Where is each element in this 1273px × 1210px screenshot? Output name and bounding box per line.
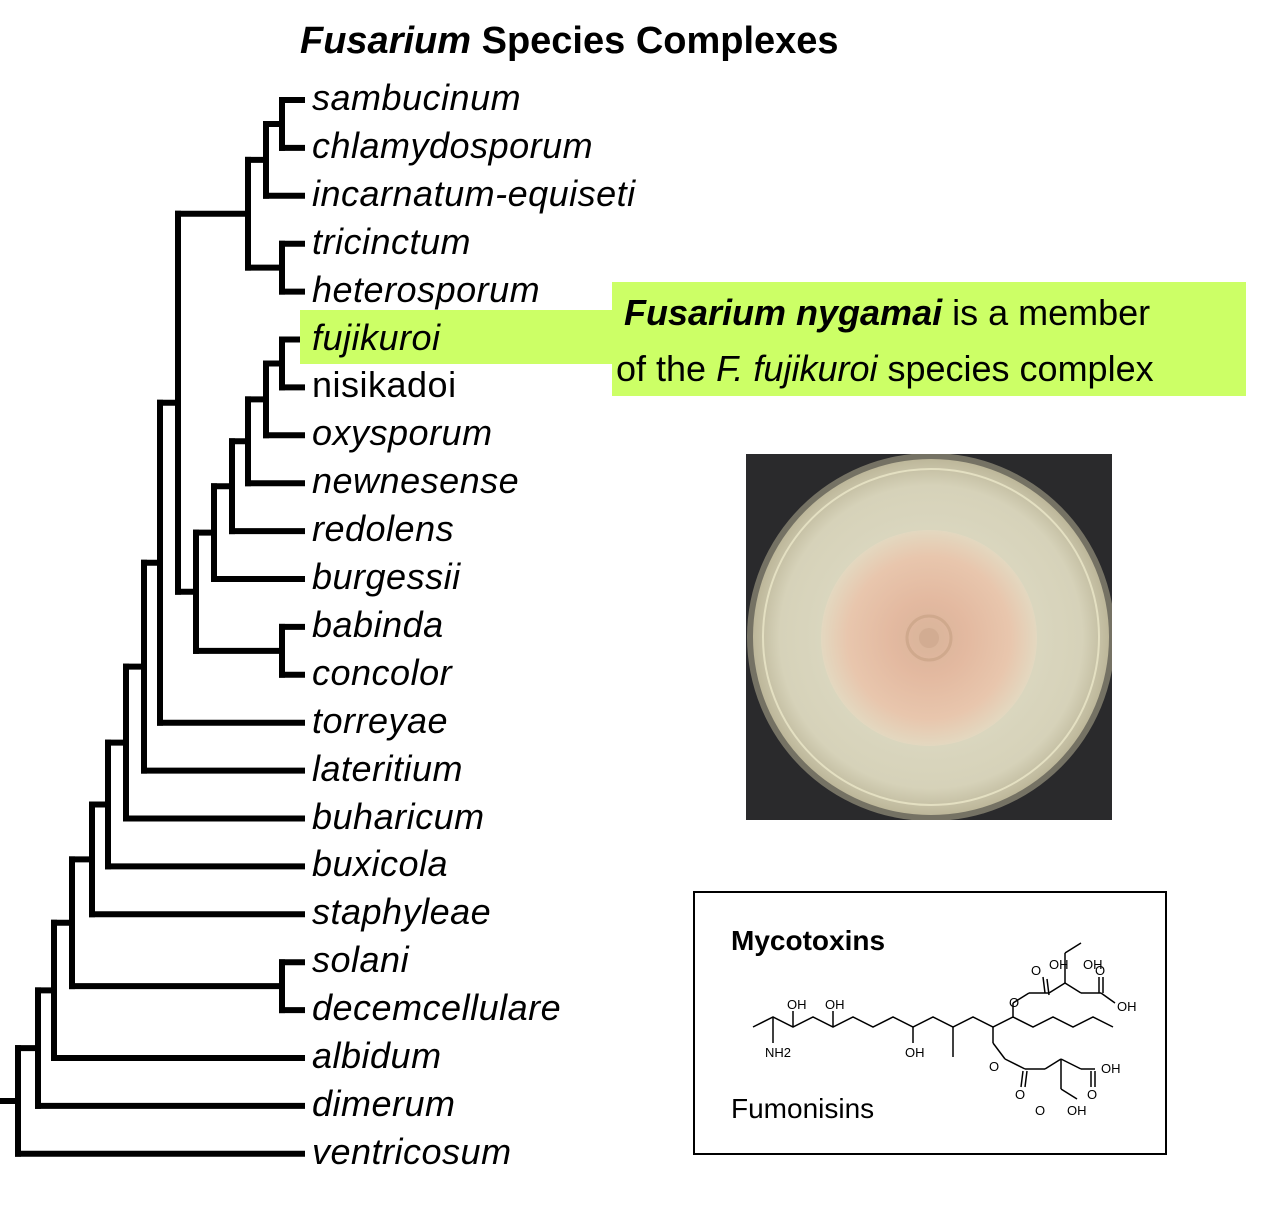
page-title: Fusarium Species Complexes: [300, 20, 839, 62]
atom-label: OH: [905, 1045, 925, 1060]
atom-label: O: [1009, 995, 1019, 1010]
atom-label: OH: [825, 997, 845, 1012]
callout-species: Fusarium nygamai: [624, 292, 943, 333]
fumonisin-structure: OH OH OH O OH O O OH NH2 OH O O OH O O O…: [752, 942, 1137, 1118]
atom-label: O: [989, 1059, 999, 1074]
mycotoxins-title: Mycotoxins: [731, 925, 886, 956]
callout-box: Fusarium nygamai is a member of the F. f…: [612, 282, 1246, 396]
species-label-decemcellulare: decemcellulare: [312, 987, 562, 1029]
atom-label: O: [1095, 963, 1105, 978]
species-label-oxysporum: oxysporum: [312, 412, 493, 454]
species-label-solani: solani: [312, 939, 410, 981]
atom-label: NH2: [765, 1045, 791, 1060]
atom-label: O: [1031, 963, 1041, 978]
species-label-incarnatum-equiseti: incarnatum-equiseti: [312, 172, 636, 214]
species-label-burgessii: burgessii: [312, 556, 461, 597]
species-label-fujikuroi: fujikuroi: [312, 316, 441, 358]
species-label-buxicola: buxicola: [312, 843, 449, 885]
species-label-concolor: concolor: [312, 651, 453, 693]
atom-label: OH: [1067, 1103, 1087, 1118]
mycotoxins-box: Mycotoxins Fumonisins: [693, 891, 1167, 1155]
species-label-redolens: redolens: [312, 508, 455, 550]
petri-dish-photo: [746, 454, 1112, 820]
species-label-buharicum: buharicum: [312, 795, 485, 837]
species-label-ventricosum: ventricosum: [312, 1130, 512, 1172]
species-label-heterosporum: heterosporum: [312, 268, 541, 310]
atom-label: OH: [787, 997, 807, 1012]
species-label-dimerum: dimerum: [312, 1082, 456, 1124]
atom-label: O: [1087, 1087, 1097, 1102]
species-label-nisikadoi: nisikadoi: [312, 364, 457, 406]
species-label-lateritium: lateritium: [312, 747, 464, 789]
species-label-chlamydosporum: chlamydosporum: [312, 124, 594, 166]
species-label-staphyleae: staphyleae: [312, 891, 492, 933]
species-label-torreyae: torreyae: [312, 699, 449, 741]
atom-label: OH: [1117, 999, 1137, 1014]
atom-label: OH: [1101, 1061, 1121, 1076]
atom-label: OH: [1083, 957, 1103, 972]
species-label-sambucinum: sambucinum: [312, 77, 522, 118]
species-label-tricinctum: tricinctum: [312, 220, 472, 262]
atom-label: O: [1015, 1087, 1025, 1102]
fujikuroi-highlight: [300, 310, 620, 364]
species-label-albidum: albidum: [312, 1035, 442, 1076]
compound-name: Fumonisins: [731, 1093, 875, 1124]
atom-label: OH: [1049, 957, 1069, 972]
species-label-babinda: babinda: [312, 603, 444, 645]
species-label-newnesense: newnesense: [312, 460, 520, 502]
atom-label: O: [1035, 1103, 1045, 1118]
